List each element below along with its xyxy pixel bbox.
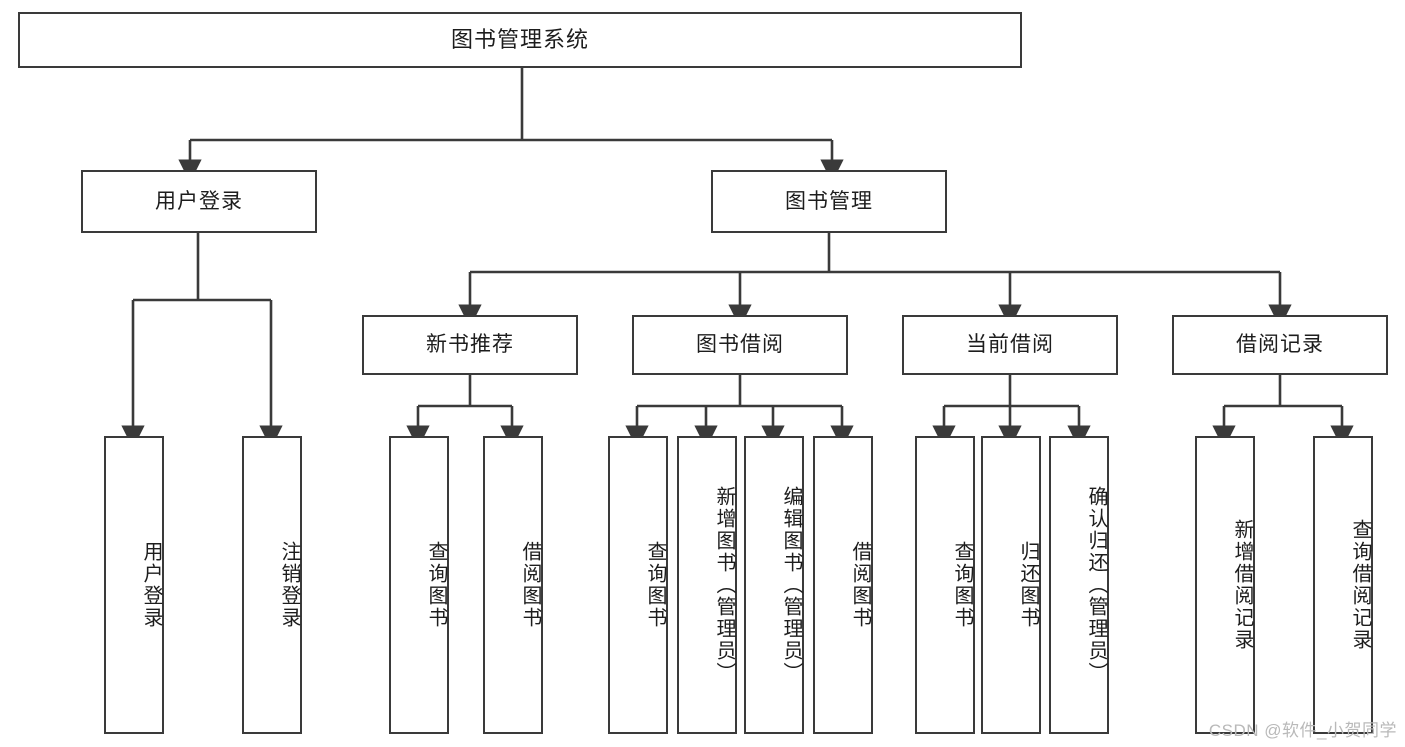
- node-label: 查询借阅记录: [1349, 519, 1371, 651]
- node-leaf-br-query-record[interactable]: 查询借阅记录: [1313, 436, 1373, 734]
- node-leaf-bb-add-book[interactable]: 新增图书（管理员）: [677, 436, 737, 734]
- node-book-borrow[interactable]: 图书借阅: [632, 315, 848, 375]
- node-leaf-user-login[interactable]: 用户登录: [104, 436, 164, 734]
- watermark: CSDN @软件_小贺同学: [1208, 721, 1397, 740]
- node-leaf-cb-confirm-return[interactable]: 确认归还（管理员）: [1049, 436, 1109, 734]
- node-leaf-nbr-query-book[interactable]: 查询图书: [389, 436, 449, 734]
- node-book-management[interactable]: 图书管理: [711, 170, 947, 233]
- node-label: 查询图书: [425, 541, 447, 629]
- node-leaf-br-add-record[interactable]: 新增借阅记录: [1195, 436, 1255, 734]
- node-leaf-logout[interactable]: 注销登录: [242, 436, 302, 734]
- node-label: 图书管理: [785, 189, 873, 213]
- node-label: 图书借阅: [696, 333, 784, 357]
- node-label: 查询图书: [951, 541, 973, 629]
- node-label: 用户登录: [155, 189, 243, 213]
- node-label: 注销登录: [278, 541, 300, 629]
- node-label: 借阅记录: [1236, 333, 1324, 357]
- node-new-book-recommend[interactable]: 新书推荐: [362, 315, 578, 375]
- node-leaf-bb-borrow-book[interactable]: 借阅图书: [813, 436, 873, 734]
- node-label: 确认归还（管理员）: [1085, 486, 1107, 684]
- node-label: 编辑图书（管理员）: [780, 486, 802, 684]
- node-label: 用户登录: [140, 541, 162, 629]
- node-label: 当前借阅: [966, 333, 1054, 357]
- node-label: 借阅图书: [519, 541, 541, 629]
- node-label: 借阅图书: [849, 541, 871, 629]
- node-label: 归还图书: [1017, 541, 1039, 629]
- node-leaf-nbr-borrow-book[interactable]: 借阅图书: [483, 436, 543, 734]
- node-leaf-cb-query-book[interactable]: 查询图书: [915, 436, 975, 734]
- node-label: 新增图书（管理员）: [713, 486, 735, 684]
- node-leaf-bb-edit-book[interactable]: 编辑图书（管理员）: [744, 436, 804, 734]
- node-borrow-record[interactable]: 借阅记录: [1172, 315, 1388, 375]
- node-user-login[interactable]: 用户登录: [81, 170, 317, 233]
- node-label: 新书推荐: [426, 333, 514, 357]
- node-label: 查询图书: [644, 541, 666, 629]
- node-current-borrow[interactable]: 当前借阅: [902, 315, 1118, 375]
- node-leaf-cb-return-book[interactable]: 归还图书: [981, 436, 1041, 734]
- node-label: 图书管理系统: [450, 26, 589, 52]
- node-root-system[interactable]: 图书管理系统: [18, 12, 1022, 68]
- node-leaf-bb-query-book[interactable]: 查询图书: [608, 436, 668, 734]
- node-label: 新增借阅记录: [1231, 519, 1253, 651]
